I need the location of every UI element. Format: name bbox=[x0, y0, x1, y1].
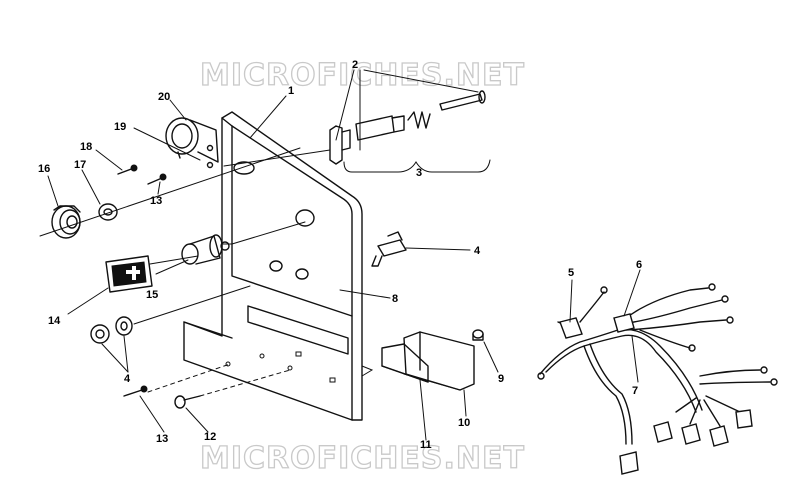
callout-5: 5 bbox=[568, 267, 574, 279]
callout-18: 18 bbox=[80, 141, 92, 153]
ignition-switch bbox=[149, 234, 233, 265]
callout-14: 14 bbox=[48, 315, 61, 327]
callout-labels: 1 2 3 4 4 5 6 7 8 9 10 11 12 13 13 14 15… bbox=[38, 59, 642, 451]
toggle-switch bbox=[371, 231, 471, 267]
callout-8: 8 bbox=[392, 293, 398, 305]
callout-13-lower: 13 bbox=[156, 433, 168, 445]
callout-13-upper: 13 bbox=[150, 195, 162, 207]
callout-15: 15 bbox=[146, 289, 158, 301]
callout-9: 9 bbox=[498, 373, 504, 385]
callout-6: 6 bbox=[636, 259, 642, 271]
callout-16: 16 bbox=[38, 163, 50, 175]
callout-20: 20 bbox=[158, 91, 170, 103]
screw-upper bbox=[147, 173, 167, 185]
callout-2: 2 bbox=[352, 59, 358, 71]
screw bbox=[117, 164, 138, 175]
watermark-bottom: MICROFICHES.NET bbox=[200, 441, 525, 476]
callout-4-left: 4 bbox=[124, 373, 131, 385]
callout-4-right: 4 bbox=[474, 245, 481, 257]
wiring-harness bbox=[537, 283, 778, 475]
nut-washer-left bbox=[90, 285, 251, 344]
watermark-top: MICROFICHES.NET bbox=[200, 58, 525, 93]
mounting-blocks bbox=[381, 329, 484, 391]
callout-1: 1 bbox=[288, 85, 294, 97]
cover-plate bbox=[105, 255, 153, 293]
dash-panel bbox=[183, 111, 374, 421]
bolt bbox=[174, 395, 201, 409]
lock-washer bbox=[98, 203, 118, 221]
callout-19: 19 bbox=[114, 121, 126, 133]
latch-assembly bbox=[329, 69, 491, 173]
nut bbox=[51, 205, 81, 239]
callout-12: 12 bbox=[204, 431, 216, 443]
callout-3: 3 bbox=[416, 167, 422, 179]
callout-17: 17 bbox=[74, 159, 86, 171]
callout-11: 11 bbox=[420, 439, 432, 451]
leader-lines bbox=[39, 95, 641, 441]
callout-10: 10 bbox=[458, 417, 470, 429]
indicator-housing bbox=[165, 117, 219, 163]
callout-7: 7 bbox=[632, 385, 638, 397]
screw-lower bbox=[123, 385, 148, 397]
